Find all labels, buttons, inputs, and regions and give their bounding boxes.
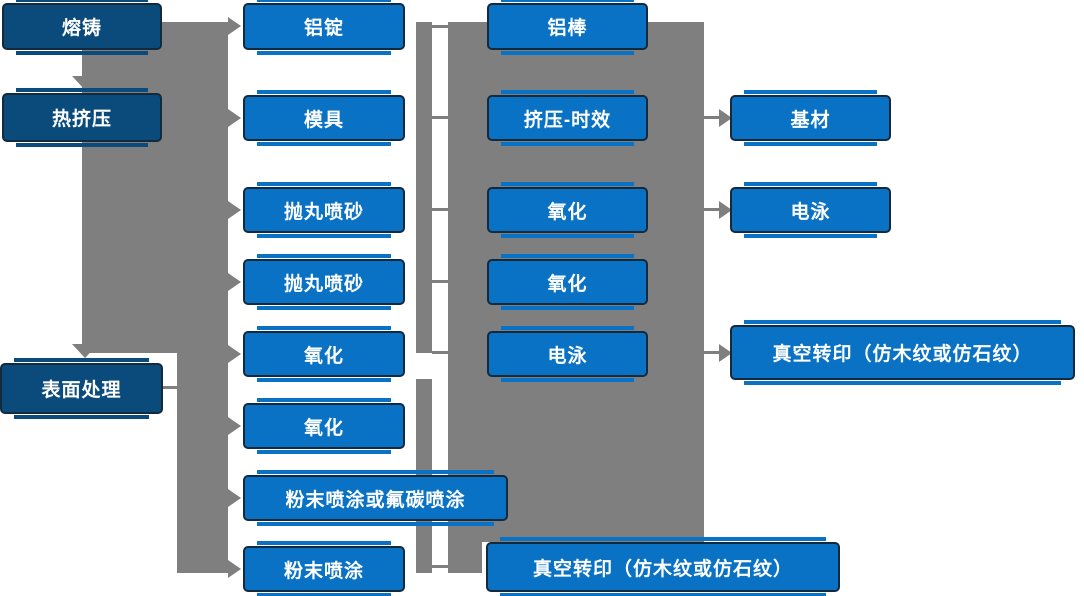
arrowhead-to-mold <box>228 109 241 127</box>
connector-band-left-wide <box>82 22 228 353</box>
node-aluminum-ingot: 铝锭 <box>243 0 405 55</box>
arrowhead-to-shot-blasting-1 <box>228 201 241 219</box>
node-oxidation-3: 氧化 <box>487 182 648 238</box>
arrowhead-to-powder-or-fluorocarbon <box>228 489 241 507</box>
connector-line-surface-treatment <box>163 386 177 389</box>
node-surface-treatment: 表面处理 <box>0 358 163 419</box>
connector-line-row2 <box>432 116 448 119</box>
node-electrophoresis-2: 电泳 <box>730 182 891 238</box>
connector-block-column3-extension <box>448 542 482 573</box>
node-melting-casting: 熔铸 <box>2 0 162 55</box>
node-aluminum-rod: 铝棒 <box>487 0 648 55</box>
connector-line-row1 <box>432 25 448 28</box>
node-shot-blasting-1: 抛丸喷砂 <box>243 182 405 238</box>
connector-shaft-to-electrophoresis <box>700 208 720 211</box>
node-powder-coating: 粉末喷涂 <box>243 541 405 596</box>
connector-band-mid-upper <box>416 22 432 353</box>
node-hot-extrusion: 热挤压 <box>2 88 162 147</box>
arrowhead-to-hot-extrusion <box>72 76 98 90</box>
connector-line-row4 <box>432 280 448 283</box>
node-vacuum-transfer-bottom: 真空转印（仿木纹或仿石纹） <box>486 537 840 596</box>
arrowhead-to-aluminum-ingot <box>228 17 241 35</box>
arrowhead-to-surface-treatment <box>72 344 98 358</box>
node-powder-or-fluorocarbon: 粉末喷涂或氟碳喷涂 <box>243 470 508 526</box>
node-vacuum-transfer-right: 真空转印（仿木纹或仿石纹） <box>730 320 1075 385</box>
arrowhead-to-vacuum-transfer <box>719 344 732 362</box>
arrowhead-to-oxidation-1 <box>228 345 241 363</box>
node-electrophoresis-1: 电泳 <box>487 326 648 382</box>
node-oxidation-4: 氧化 <box>487 254 648 310</box>
connector-shaft-to-base-material <box>700 116 720 119</box>
connector-band-left-narrow <box>177 353 228 573</box>
node-extrusion-aging: 挤压-时效 <box>487 90 648 146</box>
arrowhead-to-shot-blasting-2 <box>228 273 241 291</box>
node-oxidation-2: 氧化 <box>243 398 405 454</box>
node-base-material: 基材 <box>730 90 891 146</box>
connector-line-row5 <box>432 351 448 354</box>
arrowhead-to-electrophoresis <box>719 201 732 219</box>
connector-shaft-to-vacuum-transfer <box>700 351 720 354</box>
connector-line-row3 <box>432 208 448 211</box>
arrowhead-to-base-material <box>719 109 732 127</box>
node-shot-blasting-2: 抛丸喷砂 <box>243 254 405 310</box>
node-oxidation-1: 氧化 <box>243 326 405 382</box>
arrowhead-to-powder-coating <box>228 560 241 578</box>
arrowhead-to-oxidation-2 <box>228 417 241 435</box>
node-mold: 模具 <box>243 90 405 146</box>
connector-line-row8 <box>432 565 448 568</box>
